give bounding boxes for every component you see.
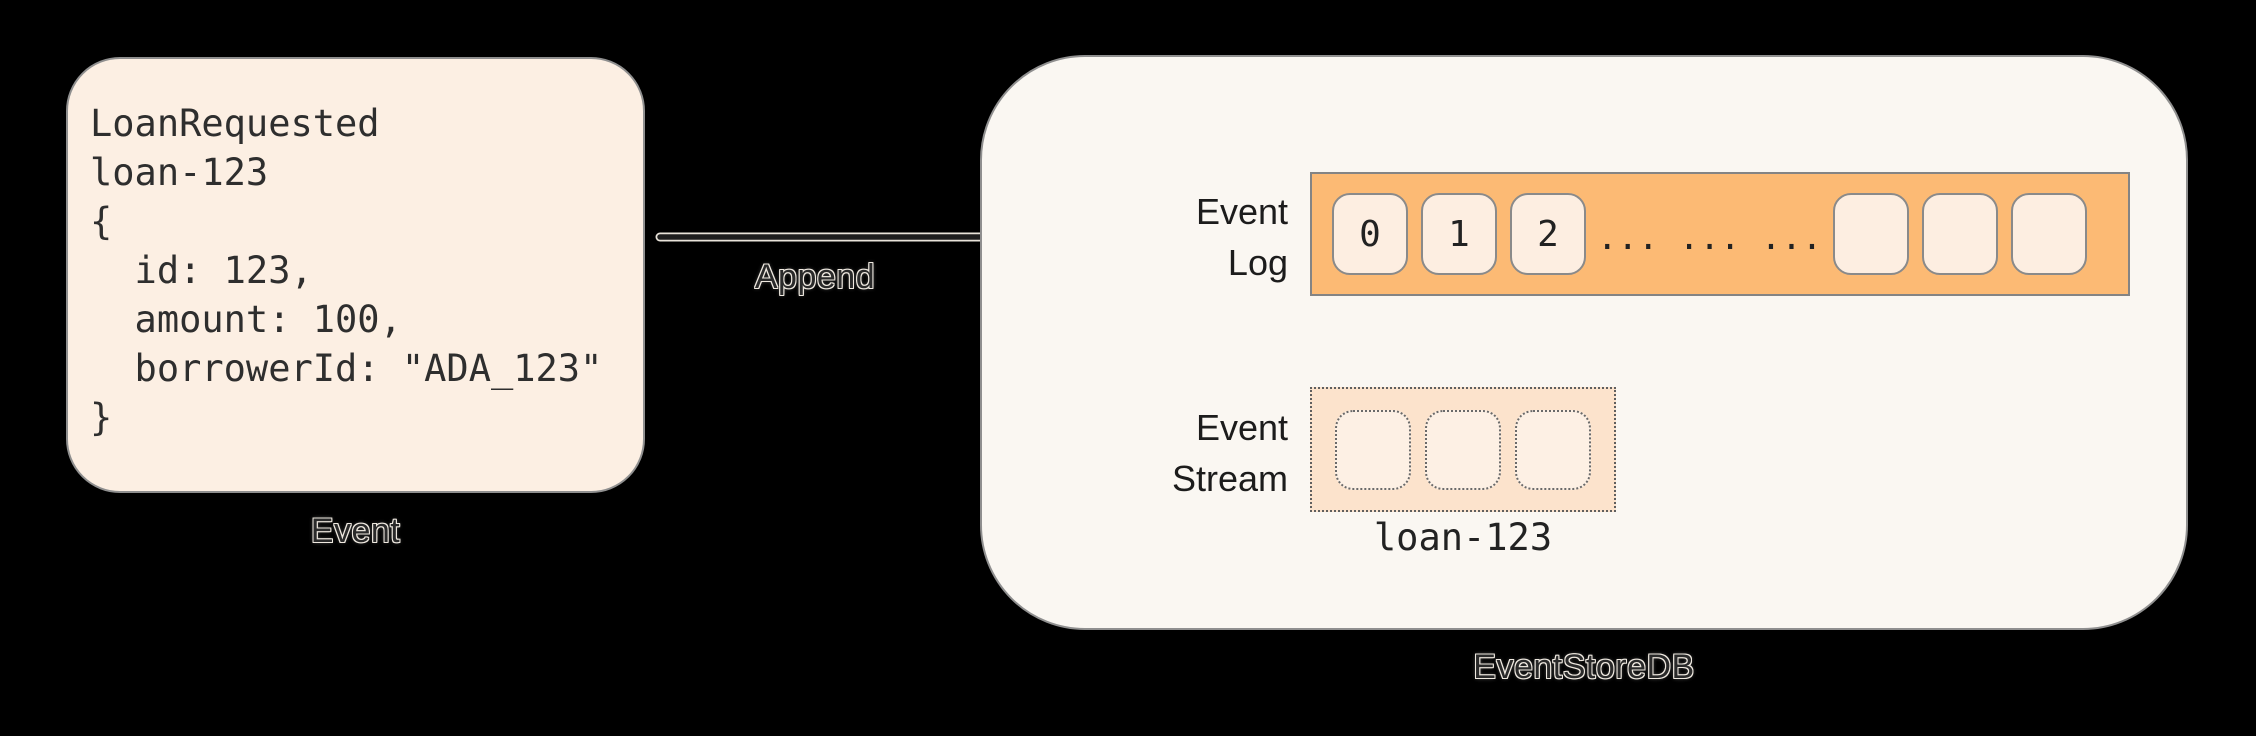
event-stream-empty-cell: [1425, 409, 1501, 490]
event-log-bar: 0 1 2 ... ... ...: [1310, 172, 2130, 296]
event-log-ellipsis: ... ... ...: [1597, 218, 1823, 258]
event-stream-empty-cell: [1335, 409, 1411, 490]
event-stream-label: Event Stream: [1018, 402, 1288, 504]
event-card: LoanRequested loan-123 { id: 123, amount…: [66, 57, 645, 493]
eventstoredb-box: [980, 55, 2188, 630]
append-label: Append: [754, 258, 876, 296]
event-stream-empty-cell: [1515, 409, 1591, 490]
event-code: LoanRequested loan-123 { id: 123, amount…: [90, 102, 603, 439]
event-log-cell-1: 1: [1421, 193, 1497, 275]
event-log-label: Event Log: [1038, 186, 1288, 288]
event-log-empty-cell: [2011, 193, 2088, 275]
event-caption: Event: [310, 512, 401, 550]
event-log-cell-0: 0: [1332, 193, 1408, 275]
event-log-empty-cell: [1922, 193, 1999, 275]
event-log-cell-2: 2: [1510, 193, 1586, 275]
eventstoredb-caption: EventStoreDB: [1473, 648, 1695, 686]
event-stream-label-line2: Stream: [1171, 458, 1288, 499]
event-stream-label-line1: Event: [1195, 407, 1288, 448]
event-stream-box: [1310, 387, 1616, 512]
stream-name: loan-123: [1373, 516, 1553, 559]
event-log-label-line1: Event: [1195, 191, 1288, 232]
event-log-empty-cell: [1833, 193, 1910, 275]
event-log-label-line2: Log: [1227, 242, 1288, 283]
